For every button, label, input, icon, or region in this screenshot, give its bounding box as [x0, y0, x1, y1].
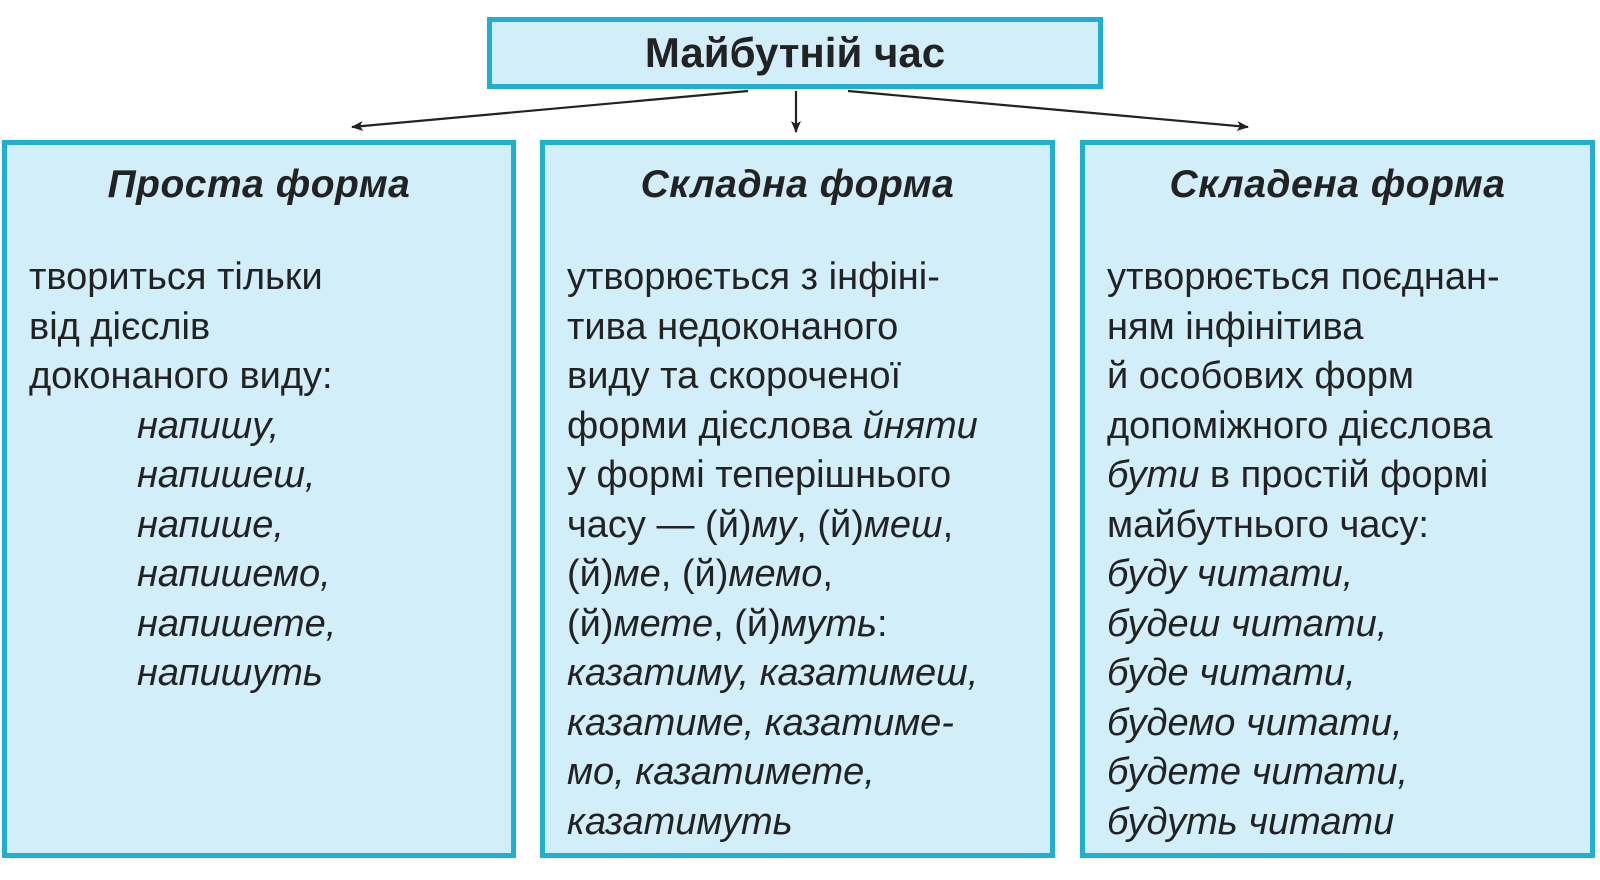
text-line: будете читати,: [1107, 748, 1584, 798]
body-text: ням інфінітива: [1107, 305, 1364, 348]
text-line: часу — (й)му, (й)меш,: [567, 501, 1044, 551]
text-line: мо, казатимете,: [567, 748, 1044, 798]
text-line: буде читати,: [1107, 649, 1584, 699]
body-text: ,: [822, 553, 833, 595]
simple-form-body: твориться тільки від дієслів доконаного ви…: [7, 253, 511, 699]
text-line: будуть читати: [1107, 798, 1584, 848]
example-text: напишуть: [137, 652, 323, 694]
example-text: мете: [613, 602, 714, 645]
compound-form-heading: Складена форма: [1169, 163, 1506, 206]
complex-form-heading: Складна форма: [640, 163, 955, 206]
example-text: напишемо,: [137, 553, 331, 595]
text-line: майбутнього часу:: [1107, 501, 1584, 551]
example-text: му: [751, 503, 797, 546]
example-text: будемо читати,: [1107, 701, 1403, 744]
text-line: казатимуть: [567, 798, 1044, 848]
body-text: форми дієслова: [567, 404, 863, 447]
example-text: йняти: [862, 404, 978, 447]
example-text: ме: [613, 553, 661, 595]
text-line: напишу,: [29, 402, 505, 452]
arrow-to-compound: [847, 89, 1249, 131]
text-line: ням інфінітива: [1107, 303, 1584, 353]
arrow-to-simple: [351, 89, 749, 131]
diagram-title-box: Майбутній час: [487, 17, 1103, 89]
body-text: тива недоконаного: [567, 305, 899, 348]
example-text: напишеш,: [137, 454, 316, 496]
example-text: мемо: [728, 553, 823, 595]
body-text: від дієслів: [29, 305, 211, 348]
example-text: будете читати,: [1107, 751, 1409, 793]
example-text: напишу,: [137, 404, 280, 447]
body-text: , (й): [796, 503, 864, 546]
text-line: (й)ме, (й)мемо,: [567, 550, 1044, 600]
text-line: буду читати,: [1107, 550, 1584, 600]
body-text: утворюється поєднан-: [1107, 256, 1500, 298]
body-text: :: [877, 602, 888, 645]
body-text: (й): [567, 553, 614, 595]
text-line: напишеш,: [29, 451, 505, 501]
text-line: напишемо,: [29, 550, 505, 600]
text-line: виду та скороченої: [567, 352, 1044, 402]
body-text: майбутнього часу:: [1107, 503, 1429, 546]
text-line: напишуть: [29, 649, 505, 699]
example-text: мо, казатимете,: [567, 751, 875, 793]
body-text: у формі теперішнього: [567, 454, 952, 496]
simple-form-box: Проста форма твориться тільки від дієслів…: [2, 140, 516, 858]
text-line: тива недоконаного: [567, 303, 1044, 353]
text-line: твориться тільки: [29, 253, 505, 303]
example-text: буду читати,: [1107, 553, 1354, 595]
text-line: форми дієслова йняти: [567, 402, 1044, 452]
text-line: утворюється поєднан-: [1107, 253, 1584, 303]
body-text: в простій формі: [1199, 454, 1489, 496]
text-line: бути в простій формі: [1107, 451, 1584, 501]
text-line: казатиму, казатимеш,: [567, 649, 1044, 699]
complex-form-box: Складна форма утворюється з інфіні-тива …: [540, 140, 1055, 858]
example-text: будеш читати,: [1107, 602, 1388, 645]
example-text: напишете,: [137, 602, 337, 645]
body-text: часу — (й): [567, 503, 752, 546]
body-text: (й): [567, 602, 614, 645]
example-text: казатиме, казатиме-: [567, 701, 954, 744]
body-text: виду та скороченої: [567, 355, 902, 397]
text-line: й особових форм: [1107, 352, 1584, 402]
example-text: казатиму, казатимеш,: [567, 652, 979, 694]
compound-form-box: Складена форма утворюється поєднан-ням і…: [1080, 140, 1595, 858]
example-text: меш: [863, 503, 943, 546]
body-text: допоміжного дієслова: [1107, 404, 1493, 447]
example-text: муть: [780, 602, 878, 645]
compound-form-body: утворюється поєднан-ням інфінітива й особ…: [1085, 253, 1590, 847]
body-text: утворюється з інфіні-: [567, 256, 940, 298]
text-line: від дієслів: [29, 303, 505, 353]
example-text: казатимуть: [567, 800, 793, 843]
text-line: допоміжного дієслова: [1107, 402, 1584, 452]
text-line: будемо читати,: [1107, 699, 1584, 749]
example-text: будуть читати: [1107, 800, 1395, 843]
simple-form-heading: Проста форма: [107, 163, 411, 206]
text-line: утворюється з інфіні-: [567, 253, 1044, 303]
body-text: , (й): [713, 602, 781, 645]
body-text: ,: [942, 503, 954, 546]
example-text: напише,: [137, 503, 284, 546]
text-line: напише,: [29, 501, 505, 551]
body-text: твориться тільки: [29, 256, 323, 298]
example-text: бути: [1107, 454, 1200, 496]
text-line: напишете,: [29, 600, 505, 650]
example-text: буде читати,: [1107, 652, 1356, 694]
text-line: будеш читати,: [1107, 600, 1584, 650]
body-text: , (й): [660, 553, 729, 595]
text-line: казатиме, казатиме-: [567, 699, 1044, 749]
complex-form-body: утворюється з інфіні-тива недоконаного ви…: [545, 253, 1050, 847]
body-text: й особових форм: [1107, 355, 1415, 397]
text-line: доконаного виду:: [29, 352, 505, 402]
text-line: (й)мете, (й)муть:: [567, 600, 1044, 650]
diagram-title: Майбутній час: [644, 29, 946, 76]
body-text: доконаного виду:: [29, 355, 333, 397]
text-line: у формі теперішнього: [567, 451, 1044, 501]
